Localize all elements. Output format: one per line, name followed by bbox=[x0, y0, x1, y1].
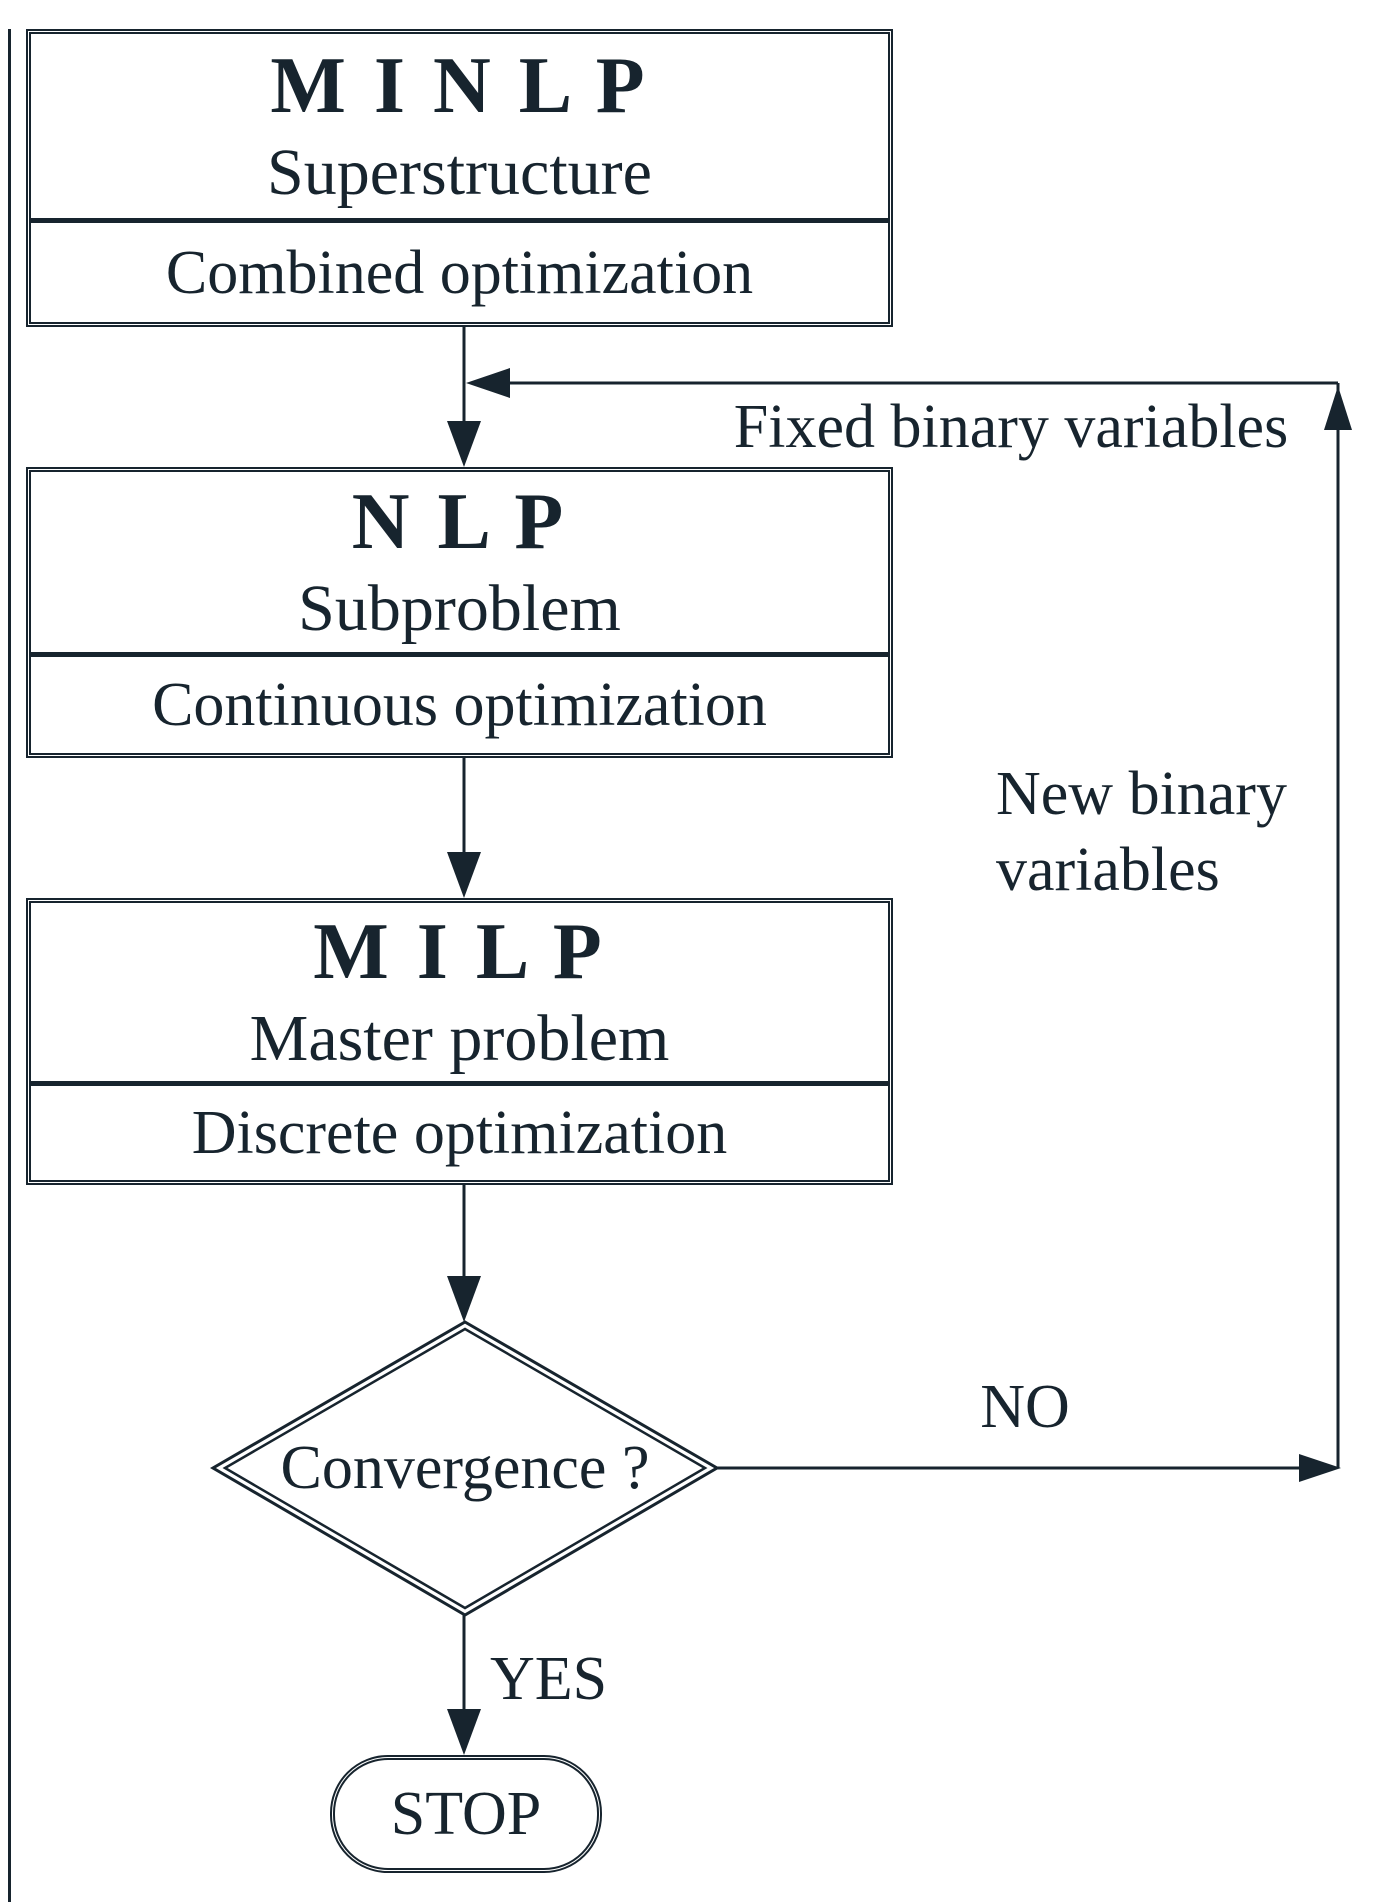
arrow-up-icon bbox=[1324, 386, 1352, 430]
milp-header: M I L P Master problem bbox=[31, 903, 888, 1081]
nlp-title: N L P bbox=[351, 478, 568, 566]
minlp-subtitle: Superstructure bbox=[267, 136, 652, 209]
arrow-down-icon bbox=[447, 1709, 481, 1755]
nlp-section: Continuous optimization bbox=[31, 652, 888, 753]
minlp-section: Combined optimization bbox=[31, 218, 888, 322]
milp-node: M I L P Master problem Discrete optimiza… bbox=[26, 898, 893, 1185]
yes-branch-label: YES bbox=[490, 1645, 608, 1713]
fixed-binary-variables-label: Fixed binary variables bbox=[733, 393, 1289, 461]
nlp-header: N L P Subproblem bbox=[31, 472, 888, 652]
decision-label: Convergence ? bbox=[280, 1434, 650, 1502]
stop-label: STOP bbox=[390, 1779, 542, 1848]
minlp-title: M I N L P bbox=[270, 42, 649, 130]
arrow-right-icon bbox=[1299, 1454, 1341, 1482]
milp-section-label: Discrete optimization bbox=[191, 1099, 728, 1167]
arrow-down-icon bbox=[447, 852, 481, 898]
nlp-node: N L P Subproblem Continuous optimization bbox=[26, 467, 893, 758]
nlp-section-label: Continuous optimization bbox=[152, 671, 767, 739]
new-binary-variables-label: New binary variables bbox=[996, 760, 1287, 904]
milp-section: Discrete optimization bbox=[31, 1081, 888, 1180]
milp-subtitle: Master problem bbox=[249, 1002, 670, 1075]
arrow-left-icon bbox=[466, 368, 510, 398]
minlp-header: M I N L P Superstructure bbox=[31, 34, 888, 218]
minlp-section-label: Combined optimization bbox=[165, 238, 754, 307]
stop-node: STOP bbox=[330, 1755, 602, 1873]
nlp-subtitle: Subproblem bbox=[298, 572, 621, 645]
no-branch-label: NO bbox=[980, 1373, 1070, 1441]
page-edge-line bbox=[8, 29, 11, 1902]
minlp-node: M I N L P Superstructure Combined optimi… bbox=[26, 29, 893, 327]
arrow-down-icon bbox=[447, 1276, 481, 1322]
milp-title: M I L P bbox=[313, 908, 606, 996]
arrow-down-icon bbox=[447, 421, 481, 467]
decision-diamond-inner bbox=[222, 1327, 708, 1610]
